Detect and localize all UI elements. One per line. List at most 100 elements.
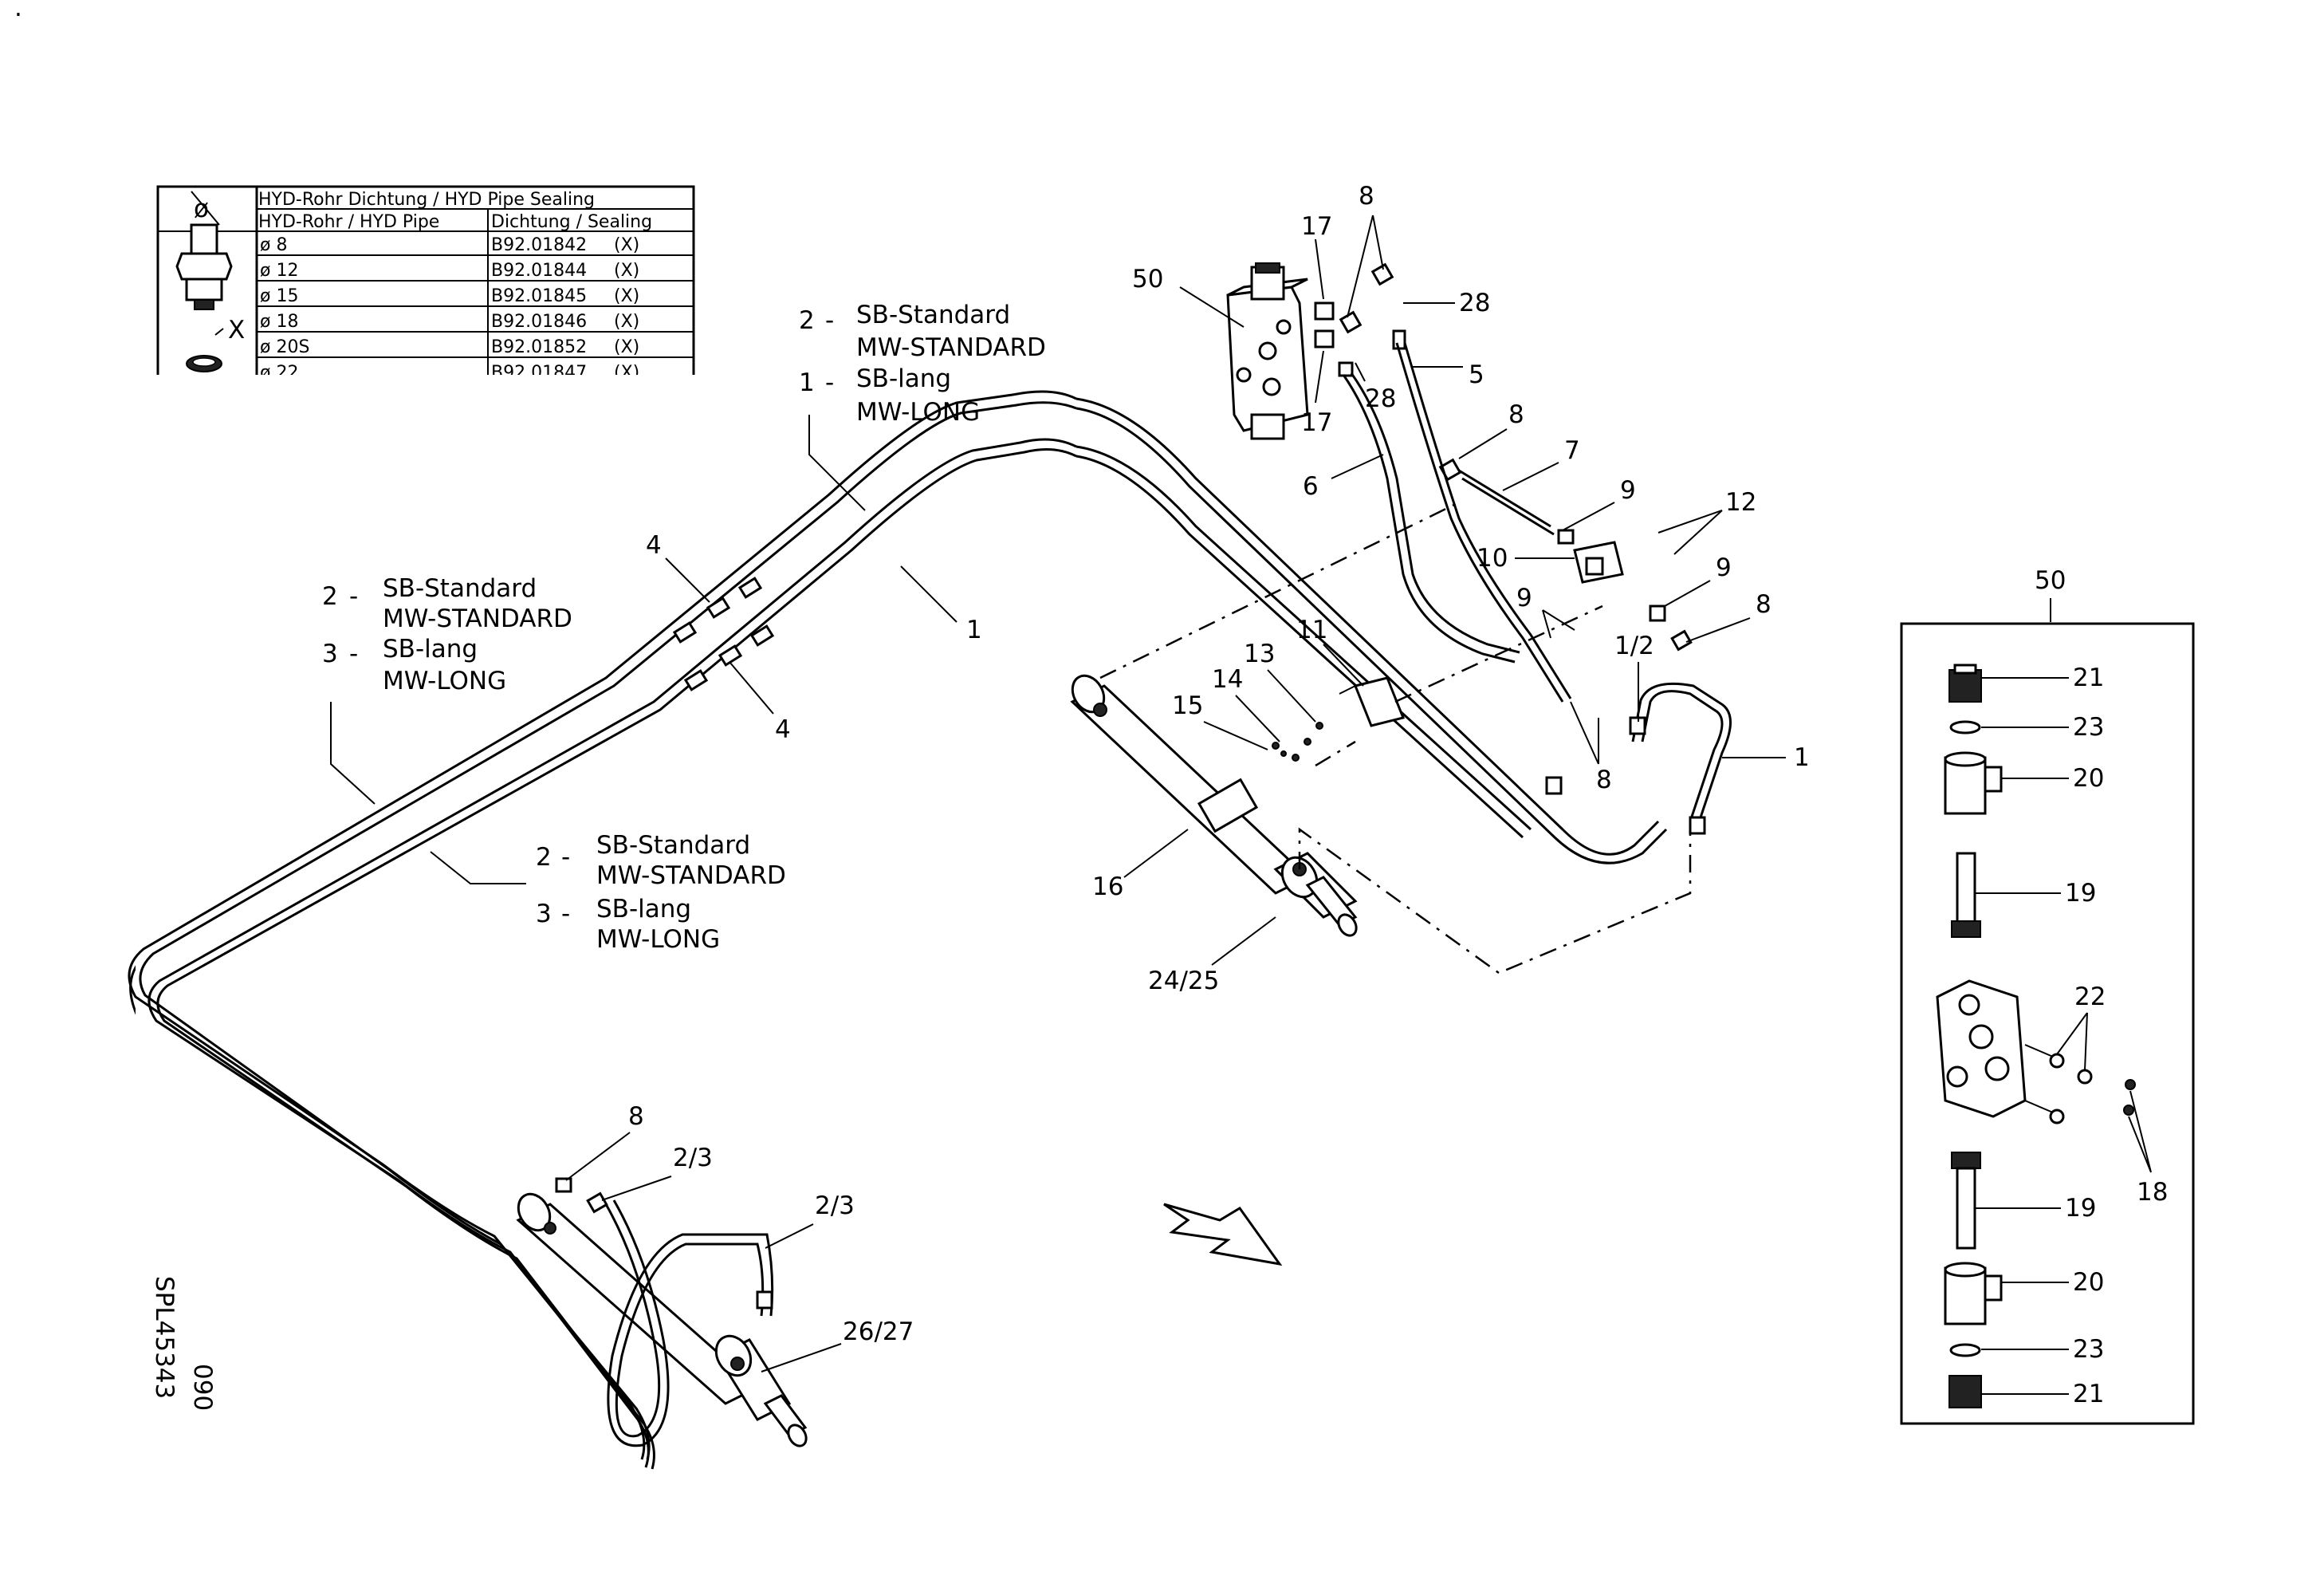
legend-line2: MW-LONG: [383, 667, 506, 695]
callout-label: 4: [775, 715, 791, 744]
legend-line1: SB-Standard: [856, 301, 1010, 329]
table-row-flag: (X): [614, 286, 639, 306]
legend-line2: MW-STANDARD: [383, 605, 572, 633]
callout-label: 10: [1477, 544, 1508, 573]
detail-label: 22: [2074, 983, 2106, 1011]
table-row-pipe: ø 20S: [260, 337, 309, 357]
callout-label: 5: [1469, 360, 1484, 389]
callout-label: 8: [628, 1102, 644, 1131]
legend-num: 2: [799, 306, 815, 335]
legend-num: 2: [536, 843, 552, 872]
callout-label: 8: [1359, 182, 1374, 211]
legend-group-left: 2 - SB-Standard MW-STANDARD 3 - SB-lang …: [322, 574, 572, 805]
callout-label: 17: [1301, 212, 1332, 241]
detail-label: 21: [2073, 664, 2104, 692]
detail-box: 50 21 23 20: [1900, 566, 2195, 1425]
callout-label: 8: [1508, 400, 1524, 429]
detail-label: 20: [2073, 1268, 2104, 1297]
table-row-seal: B92.01844: [491, 261, 587, 281]
sealing-table: ø X HYD-Rohr Dichtung / HYD Pipe Sealing…: [156, 185, 695, 394]
table-row-flag: (X): [614, 235, 639, 255]
legend-line1: SB-lang: [383, 635, 478, 664]
header-symbol: ø: [194, 195, 209, 223]
reference-lines: [1099, 501, 1692, 975]
callout-label: 28: [1459, 289, 1490, 317]
callout-label: 9: [1716, 553, 1732, 582]
callout-label: 13: [1244, 640, 1275, 668]
legend-line1: SB-Standard: [383, 574, 537, 603]
callout-label: 2/3: [673, 1144, 713, 1172]
pipe-fittings: [672, 577, 775, 691]
table-title: HYD-Rohr Dichtung / HYD Pipe Sealing: [258, 190, 595, 210]
callout-label: 9: [1516, 584, 1532, 612]
table-row-flag: (X): [614, 337, 639, 357]
detail-label: 20: [2073, 764, 2104, 793]
detail-label: 19: [2065, 879, 2096, 908]
callout-label: 6: [1303, 472, 1319, 501]
callout-label: 17: [1301, 408, 1332, 437]
callout-label: 9: [1620, 476, 1636, 505]
direction-arrow-icon: [1163, 1203, 1283, 1266]
seal-marker: X: [228, 316, 245, 345]
legend-group-top: 2 - SB-Standard MW-STANDARD 1 - SB-lang …: [799, 301, 1046, 511]
drawing-number: SPL45343 090: [150, 1276, 217, 1411]
legend-line1: SB-Standard: [596, 831, 750, 860]
legend-sep: -: [825, 306, 834, 335]
legend-line1: SB-lang: [856, 364, 951, 393]
legend-sep: -: [349, 582, 358, 611]
callouts: 50 17 17 8 28 28 5 6 8 7 9 12 10 9 9 8 1…: [565, 182, 1810, 1372]
detail-label: 18: [2137, 1178, 2168, 1207]
callout-label: 7: [1564, 436, 1580, 465]
legend-line1: SB-lang: [596, 895, 691, 924]
callout-label: 26/27: [843, 1317, 914, 1346]
table-row-pipe: ø 12: [260, 261, 298, 281]
callout-label: 1: [966, 616, 982, 644]
legend-sep: -: [349, 640, 358, 668]
legend-line2: MW-LONG: [856, 398, 980, 427]
detail-label: 23: [2073, 713, 2104, 742]
detail-label: 23: [2073, 1335, 2104, 1364]
callout-label: 2/3: [815, 1191, 855, 1220]
legend-line2: MW-STANDARD: [856, 333, 1046, 362]
hoses: [1342, 342, 1732, 835]
callout-label: 28: [1365, 384, 1396, 413]
pipes: [128, 390, 1668, 1470]
drawing-number-code: SPL45343: [150, 1276, 179, 1399]
legend-num: 1: [799, 368, 815, 397]
legend-num: 3: [322, 640, 338, 668]
table-row-seal: B92.01845: [491, 286, 587, 306]
legend-line2: MW-LONG: [596, 925, 720, 954]
table-row-seal: B92.01852: [491, 337, 587, 357]
valve-fittings: [1314, 262, 1693, 652]
table-row-seal: B92.01842: [491, 235, 587, 255]
callout-label: 1: [1794, 743, 1810, 772]
table-row-pipe: ø 8: [260, 235, 287, 255]
table-row-flag: (X): [614, 261, 639, 281]
table-row-pipe: ø 15: [260, 286, 298, 306]
detail-title: 50: [2035, 566, 2066, 595]
legend-num: 2: [322, 582, 338, 611]
pipe-canvas: [136, 375, 1690, 1491]
callout-label: 1/2: [1614, 632, 1654, 660]
detail-label: 19: [2065, 1194, 2096, 1223]
legend-sep: -: [561, 900, 570, 928]
corner-dot: .: [14, 0, 22, 22]
callout-label: 14: [1212, 665, 1243, 694]
legend-group-middle: 2 - SB-Standard MW-STANDARD 3 - SB-lang …: [430, 831, 786, 954]
col-seal-header: Dichtung / Sealing: [491, 212, 652, 232]
callout-label: 11: [1296, 616, 1327, 644]
legend-sep: -: [561, 843, 570, 872]
legend-num: 3: [536, 900, 552, 928]
callout-label: 12: [1725, 488, 1756, 517]
callout-label: 8: [1596, 766, 1612, 794]
col-pipe-header: HYD-Rohr / HYD Pipe: [258, 212, 439, 232]
callout-label: 15: [1172, 691, 1203, 720]
legend-sep: -: [825, 368, 834, 397]
valve-block: [1226, 262, 1309, 440]
callout-label: 8: [1756, 590, 1772, 619]
center-cylinder: [1070, 674, 1406, 937]
callout-label: 24/25: [1148, 967, 1219, 995]
detail-label: 21: [2073, 1380, 2104, 1408]
fitting-icon: ø X: [175, 191, 245, 372]
